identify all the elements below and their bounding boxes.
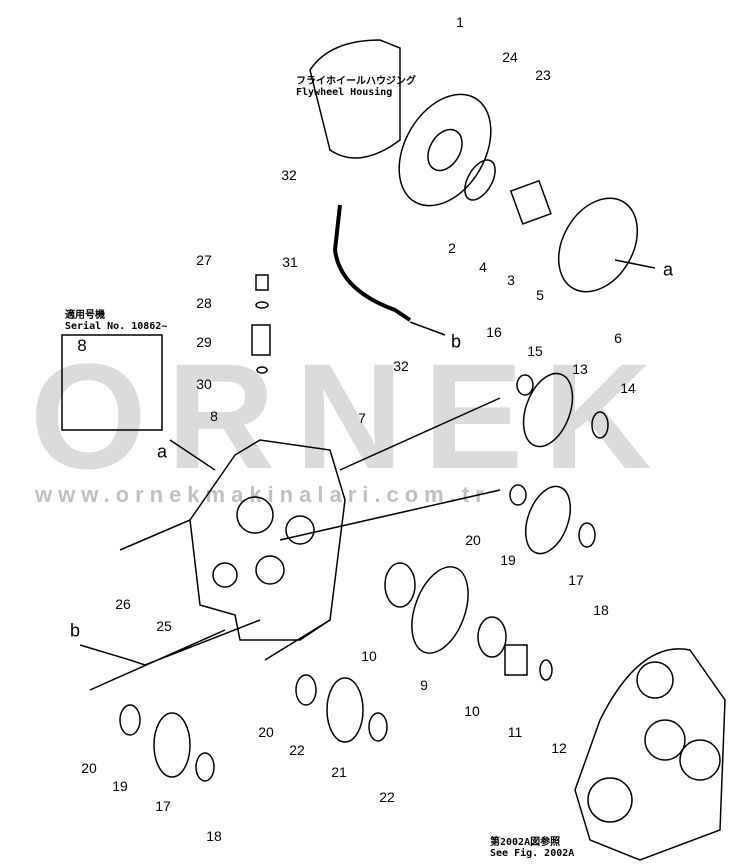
callout: 10 [464,703,480,719]
hose [332,204,412,322]
callout: a [156,441,168,462]
callout: 23 [535,67,551,83]
callout: 5 [536,287,544,303]
inset-frame [61,334,163,431]
callout: 20 [81,760,97,776]
callout: 25 [156,618,172,634]
rear-case [574,648,726,861]
o-ring [557,197,639,293]
callout: 1 [456,14,464,30]
callout: 24 [502,49,518,65]
callout: 8 [210,408,218,424]
gear-case [189,439,346,641]
gear-13 [522,372,574,448]
callout: 22 [379,789,395,805]
callout: 20 [465,532,481,548]
gear-9 [411,566,469,654]
callout: 18 [593,602,609,618]
callout: 13 [572,361,588,377]
flywheel-plate [398,93,492,207]
callout: b [69,620,81,641]
callout: 16 [486,324,502,340]
gear-17 [524,485,572,555]
callout: 29 [196,334,212,350]
callout: 17 [155,798,171,814]
callout: 15 [527,343,543,359]
callout: 20 [258,724,274,740]
callout: 26 [115,596,131,612]
callout: 28 [196,295,212,311]
callout: 27 [196,252,212,268]
callout: 4 [479,259,487,275]
callout: 8 [77,336,87,355]
callout: 11 [507,724,523,740]
callout: 30 [196,376,212,392]
callout: 2 [448,240,456,256]
callout: 7 [358,410,366,426]
callout: 3 [507,272,515,288]
watermark-brand: ORNEK [30,332,672,500]
callout: 19 [500,552,516,568]
callout: 17 [568,572,584,588]
callout: 22 [289,742,305,758]
watermark-url: www.ornekmakinalari.com.tr [35,482,490,507]
callout: 10 [361,648,377,664]
shaft [509,179,552,225]
callout: 18 [206,828,222,844]
flywheel-housing [309,39,401,159]
callout: 19 [112,778,128,794]
coupling [464,159,496,201]
callout: a [662,259,674,280]
callout: 31 [282,254,298,270]
callout: 9 [420,677,428,693]
callout: 32 [281,167,297,183]
callout: b [450,331,462,352]
callout: 14 [620,380,636,396]
callout: 21 [331,764,347,780]
callout: 6 [614,330,622,346]
callout: 32 [393,358,409,374]
callout: 12 [551,740,567,756]
